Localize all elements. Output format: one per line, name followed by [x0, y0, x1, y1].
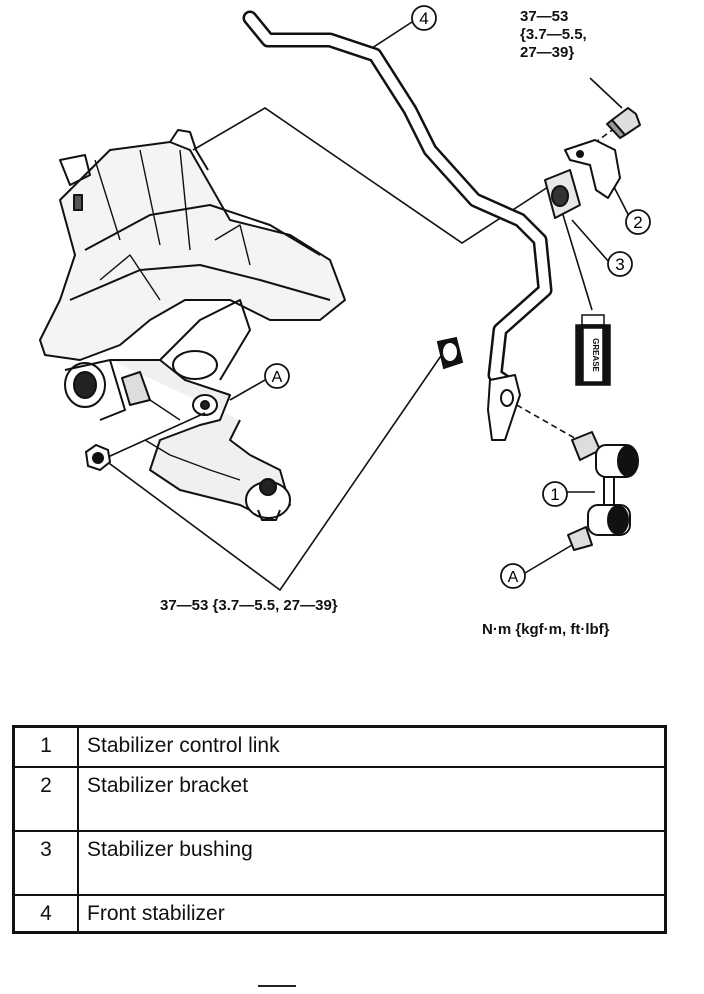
parts-table: 1 Stabilizer control link 2 Stabilizer b… [12, 725, 667, 934]
callout-2: 2 [625, 209, 651, 235]
svg-text:A: A [272, 369, 283, 386]
part-number: 1 [12, 725, 79, 768]
torque-bolt-line-2: {3.7—5.5, [520, 26, 587, 43]
svg-text:3: 3 [615, 255, 624, 274]
part-number: 4 [12, 893, 79, 934]
bushing-and-bracket [544, 107, 641, 219]
part-name: Stabilizer bracket [77, 765, 667, 832]
torque-units: N·m {kgf·m, ft·lbf} [482, 621, 610, 638]
callout-3: 3 [607, 251, 633, 277]
part-name: Front stabilizer [77, 893, 667, 934]
callout-4: 4 [411, 5, 437, 31]
torque-spec-bolt: 37—53 {3.7—5.5, 27—39} [520, 8, 587, 62]
table-row: 3 Stabilizer bushing [12, 829, 667, 896]
torque-spec-nut: 37—53 {3.7—5.5, 27—39} [160, 597, 338, 614]
bar-end-bushing [436, 336, 464, 370]
lower-arm-assembly [39, 129, 346, 521]
svg-text:4: 4 [419, 9, 428, 28]
part-name: Stabilizer bushing [77, 829, 667, 896]
table-row: 2 Stabilizer bracket [12, 765, 667, 832]
grease-label: GREASE [591, 338, 600, 372]
part-name: Stabilizer control link [77, 725, 667, 768]
callout-a-link: A [500, 563, 526, 589]
svg-text:A: A [508, 569, 519, 586]
part-number: 3 [12, 829, 79, 896]
table-row: 4 Front stabilizer [12, 893, 667, 934]
stabilizer-control-link [567, 431, 639, 551]
torque-bolt-line-3: 27—39} [520, 44, 575, 61]
part-number: 2 [12, 765, 79, 832]
svg-text:1: 1 [550, 485, 559, 504]
svg-text:2: 2 [633, 213, 642, 232]
lock-nut-icon [84, 443, 112, 472]
grease-can-icon: GREASE [575, 314, 611, 386]
callout-1: 1 [542, 481, 568, 507]
front-stabilizer-bar [242, 10, 553, 441]
table-row: 1 Stabilizer control link [12, 725, 667, 768]
exploded-view-diagram: GREASE 4 2 3 1 A A [39, 5, 651, 592]
page-footer-rule [258, 985, 296, 987]
torque-bolt-line-1: 37—53 [520, 8, 569, 25]
callout-a-lower-arm: A [264, 363, 290, 389]
